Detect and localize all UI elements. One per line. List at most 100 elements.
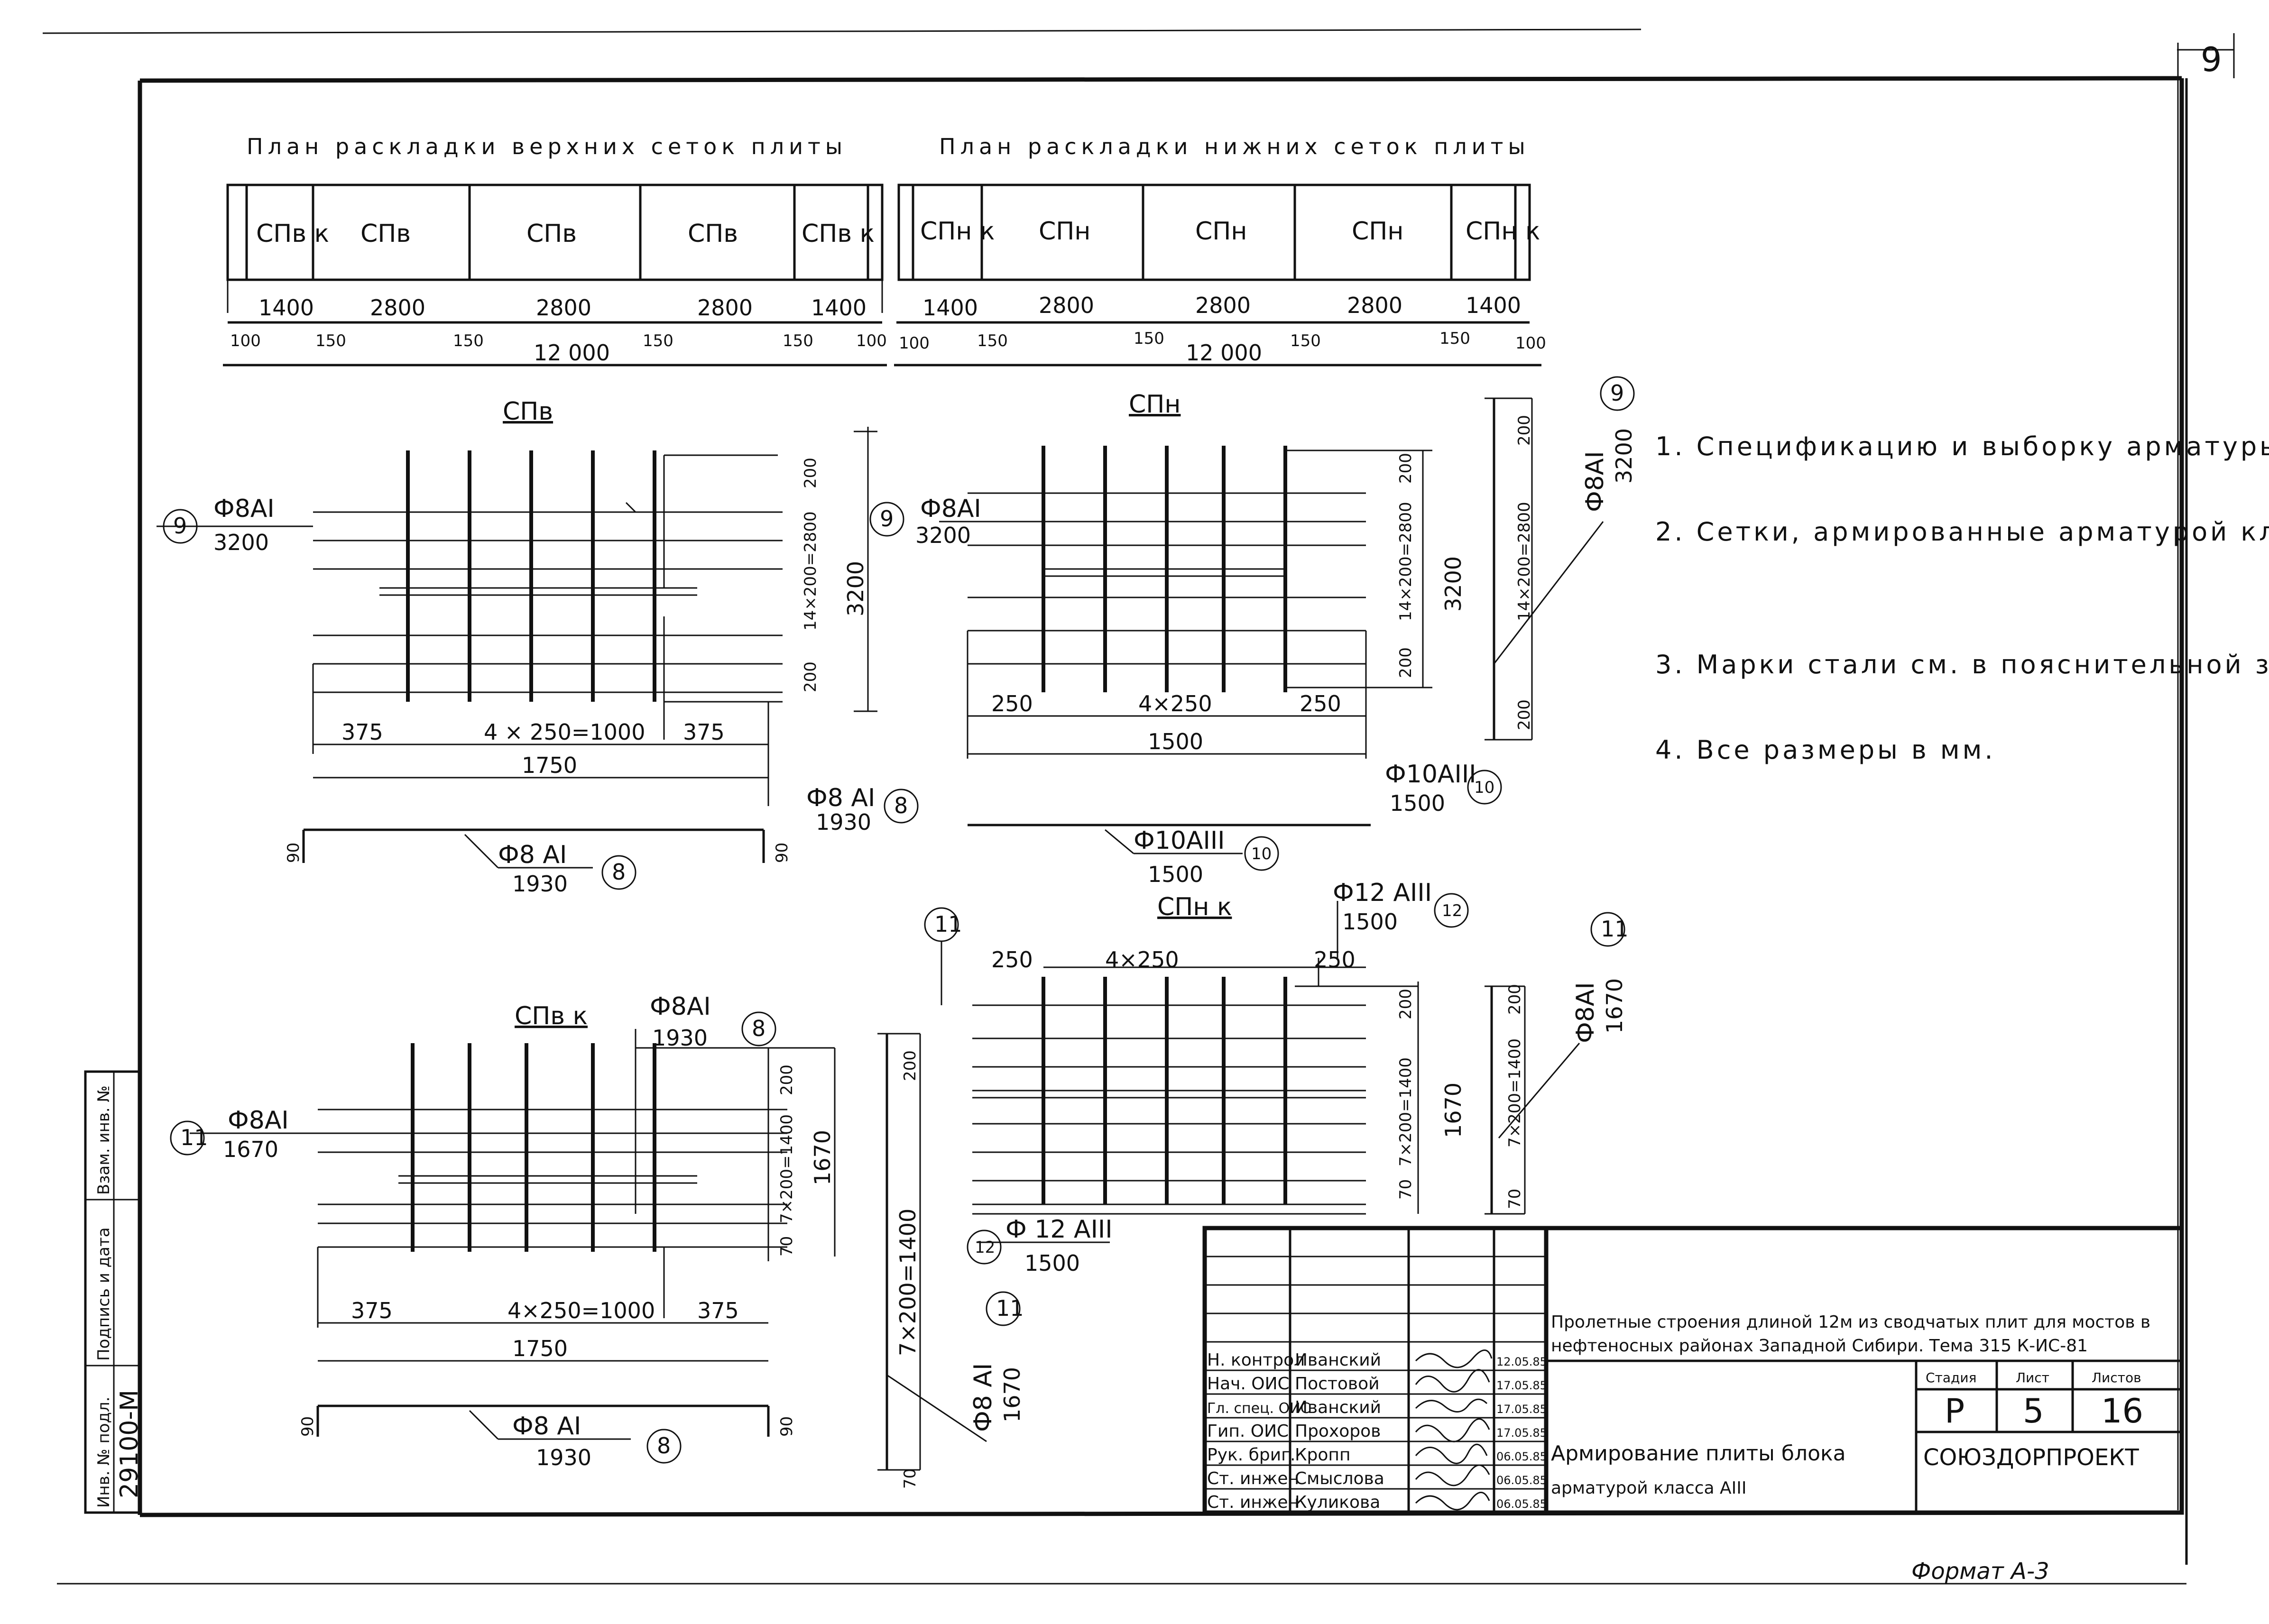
spvk-top-len: 1930: [652, 1025, 708, 1051]
tb-role-6: Ст. инжен: [1207, 1469, 1299, 1488]
spvk-below-len: 1930: [536, 1445, 591, 1470]
spv-dim-mid: 14×200=2800: [801, 511, 820, 631]
tb-role-1: Н. контрол: [1207, 1350, 1305, 1370]
spn-dim-total: 3200: [1440, 556, 1466, 612]
tb-date-5: 06.05.85: [1496, 1450, 1547, 1463]
spn-bottom-bar: Ф10АIII: [1385, 760, 1476, 789]
spn-dim-h-2: 4×250: [1138, 691, 1212, 716]
lower-cell-1: СПн к: [920, 217, 995, 246]
spv-bottom-bar-len: 1930: [816, 809, 871, 835]
upper-gap-6: 100: [856, 331, 887, 350]
tb-drawing-1: Армирование плиты блока: [1551, 1441, 1846, 1466]
tb-name-6: Смыслова: [1295, 1469, 1384, 1488]
lower-width-4: 2800: [1347, 293, 1402, 318]
tb-role-4: Гип. ОИС: [1207, 1422, 1289, 1441]
spn-side-pos-label: 9: [1610, 380, 1624, 406]
spv-pos-8b: [601, 855, 636, 890]
spnk-dim-v-3: 70: [1396, 1179, 1415, 1200]
note-4: 4. Все размеры в мм.: [1655, 735, 1996, 765]
tb-date-7: 06.05.85: [1496, 1497, 1547, 1511]
spnk-dim-h-1: 250: [991, 947, 1033, 973]
spvk-dim-h-1: 375: [351, 1298, 393, 1323]
spnk-top-bar: Ф12 АIII: [1333, 879, 1432, 907]
upper-mesh-plan: План раскладки верхних сеток плиты СПв к…: [223, 134, 887, 367]
lower-gap-3: 150: [1134, 329, 1164, 348]
spvk-below-bar: Ф8 АI: [512, 1412, 581, 1440]
spn-below-bar-len: 1500: [1148, 862, 1203, 887]
spnk-left-dim-1: 200: [901, 1050, 920, 1081]
spnk-left-pos-label: 11: [934, 911, 962, 937]
upper-cell-1: СПв к: [256, 220, 329, 248]
spvk-top-pos: [741, 1011, 776, 1046]
spn-title: СПн: [1129, 390, 1181, 419]
lower-plan-title: План раскладки нижних сеток плиты: [939, 134, 1530, 159]
upper-gap-5: 150: [783, 331, 813, 350]
spn-pos-9: [869, 502, 904, 537]
spvk-left-len: 1670: [223, 1137, 278, 1162]
tb-name-3: Иванский: [1295, 1398, 1381, 1417]
spn-side-pos: [1600, 376, 1635, 411]
spnk-dim-h-3: 250: [1314, 947, 1356, 973]
tb-sheet: 5: [2023, 1392, 2044, 1431]
lower-cell-3: СПн: [1195, 217, 1247, 246]
lower-mesh-plan: План раскладки нижних сеток плиты СПн к …: [894, 134, 1546, 367]
spv-dim-h-3: 375: [683, 719, 725, 745]
spnk-total-v: 1670: [1440, 1083, 1466, 1138]
spvk-dim-v-2: 7×200=1400: [777, 1114, 796, 1223]
upper-width-2: 2800: [370, 295, 425, 321]
spvk-total-v: 1670: [810, 1130, 835, 1185]
lower-width-3: 2800: [1195, 293, 1251, 318]
spvk-top-pos-label: 8: [752, 1016, 766, 1041]
spnk-left-bar: Ф8 АI: [969, 1363, 997, 1432]
upper-width-4: 2800: [697, 295, 753, 321]
spnk-side-dim-3: 70: [1505, 1189, 1524, 1209]
lower-gap-5: 150: [1439, 329, 1470, 348]
tb-name-5: Кропп: [1295, 1445, 1351, 1465]
strip-inv: Инв. № подл.: [94, 1396, 113, 1508]
spn-pos-10b-label: 10: [1251, 844, 1272, 863]
tb-sheet-label: Лист: [2016, 1370, 2049, 1385]
lower-cell-4: СПн: [1352, 217, 1403, 246]
spv-dim-200-bot: 200: [801, 661, 820, 692]
mesh-spv: СПв: [157, 397, 919, 897]
upper-cell-5: СПв к: [802, 220, 875, 248]
signatures: [1415, 1349, 1493, 1511]
spnk-bottom-pos: [967, 1229, 1002, 1265]
tb-name-7: Куликова: [1295, 1493, 1380, 1512]
spnk-left-len: 1670: [999, 1367, 1025, 1422]
spn-side-dim-2: 14×200=2800: [1515, 502, 1534, 621]
spn-dim-200-top: 200: [1396, 453, 1415, 484]
lower-width-5: 1400: [1466, 293, 1521, 318]
spv-pos-8b-label: 8: [612, 859, 626, 885]
upper-cell-4: СПв: [688, 220, 738, 248]
lower-width-2: 2800: [1039, 293, 1094, 318]
tb-sheets-label: Листов: [2092, 1370, 2141, 1385]
spv-dim-total: 3200: [843, 561, 868, 616]
spnk-dim-v-1: 200: [1396, 989, 1415, 1019]
spvk-dim-h-3: 375: [697, 1298, 739, 1323]
spvk-dim-v-1: 200: [777, 1064, 796, 1095]
tb-sheets: 16: [2101, 1392, 2143, 1431]
spv-hook-left: 90: [284, 843, 303, 863]
note-2: 2. Сетки, армированные арматурой класса …: [1655, 517, 2269, 547]
lower-width-1: 1400: [922, 295, 978, 321]
spvk-top-bar: Ф8АI: [650, 992, 711, 1021]
mesh-spvk: СПв к Ф8АI 1930 8: [170, 992, 836, 1470]
spv-bottom-bar: Ф8 АI: [806, 784, 875, 812]
spv-dim-h-2: 4 × 250=1000: [484, 719, 645, 745]
spn-pos-9-label: 9: [880, 506, 894, 532]
spv-below-bar: Ф8 АI: [498, 841, 567, 869]
mesh-spn: СПн 9 Ф8АI 3200: [869, 376, 1637, 887]
spvk-below-pos-label: 8: [657, 1433, 671, 1459]
lower-gap-2: 150: [977, 331, 1008, 350]
lower-cell-2: СПн: [1039, 217, 1090, 246]
upper-cell-3: СПв: [526, 220, 577, 248]
spv-pos-9-label: 9: [173, 513, 187, 539]
tb-role-2: Нач. ОИС: [1207, 1374, 1290, 1394]
lower-gap-4: 150: [1290, 331, 1321, 350]
spv-total-h: 1750: [522, 752, 577, 778]
spn-dim-h-3: 250: [1300, 691, 1341, 716]
tb-stage-label: Стадия: [1926, 1370, 1976, 1385]
spv-hook-right: 90: [773, 843, 792, 863]
